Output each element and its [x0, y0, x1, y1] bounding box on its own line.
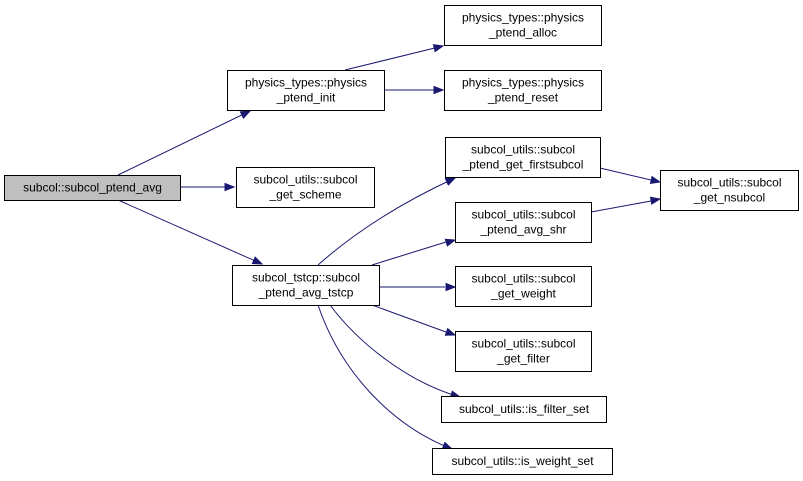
node-box	[232, 265, 380, 306]
node-label: _get_nsubcol	[693, 191, 765, 205]
arrowhead	[649, 175, 662, 184]
node-get-scheme[interactable]: subcol_utils::subcol_get_scheme	[236, 167, 375, 208]
edge-line	[371, 241, 447, 266]
edge-line	[329, 304, 461, 398]
node-label: physics_types::physics	[462, 76, 584, 90]
node-box	[660, 170, 799, 211]
node-nsubcol[interactable]: subcol_utils::subcol_get_nsubcol	[660, 170, 799, 211]
node-label: subcol_utils::subcol	[677, 176, 781, 190]
arrowhead	[444, 327, 457, 336]
edge-avg_shr-to-nsubcol	[590, 196, 662, 213]
arrowhead	[432, 44, 445, 53]
node-pt-reset[interactable]: physics_types::physics_ptend_reset	[444, 70, 602, 111]
edge-root-to-pt_init	[117, 110, 252, 176]
node-box	[455, 331, 592, 372]
node-label: subcol_tstcp::subcol	[252, 271, 360, 285]
edge-line	[371, 304, 447, 333]
node-label: _ptend_avg_tstcp	[258, 286, 354, 300]
arrowhead	[444, 238, 457, 247]
call-nodes: subcol::subcol_ptend_avg physics_types::p…	[4, 5, 799, 475]
node-label: _get_scheme	[268, 188, 341, 202]
edge-line	[117, 199, 263, 265]
node-label: subcol_utils::subcol	[471, 337, 575, 351]
edge-root-to-tstcp	[117, 199, 264, 265]
node-pt-init[interactable]: physics_types::physics_ptend_init	[227, 70, 385, 111]
node-label: physics_types::physics	[462, 11, 584, 25]
node-get-weight[interactable]: subcol_utils::subcol_get_weight	[455, 266, 592, 307]
node-label: _ptend_init	[276, 91, 336, 105]
node-is-filter-set[interactable]: subcol_utils::is_filter_set	[441, 396, 607, 423]
arrowhead	[433, 85, 445, 95]
edge-pt_init-to-pt_reset	[384, 85, 445, 95]
edge-root-to-get_scheme	[180, 182, 236, 192]
node-label: subcol_utils::subcol	[471, 272, 575, 286]
edge-line	[599, 167, 652, 181]
node-box	[4, 175, 181, 201]
node-firstsubcol[interactable]: subcol_utils::subcol_ptend_get_firstsubc…	[445, 137, 601, 178]
node-label: subcol_utils::subcol	[471, 143, 575, 157]
node-label: subcol_utils::is_weight_set	[451, 454, 594, 468]
node-label: subcol_utils::is_filter_set	[459, 402, 590, 416]
arrowhead	[224, 182, 236, 192]
edge-tstcp-to-is_filter_set	[329, 304, 462, 399]
node-label: _get_weight	[490, 287, 556, 301]
call-edges	[117, 44, 662, 450]
node-label: _ptend_reset	[487, 91, 559, 105]
arrowhead	[239, 110, 252, 119]
arrowhead	[445, 282, 457, 292]
edge-tstcp-to-firstsubcol	[317, 177, 457, 266]
edge-tstcp-to-get_filter	[371, 304, 457, 336]
node-label: subcol_utils::subcol	[471, 208, 575, 222]
node-box	[227, 70, 385, 111]
node-get-filter[interactable]: subcol_utils::subcol_get_filter	[455, 331, 592, 372]
node-box	[441, 396, 607, 423]
edge-line	[344, 45, 444, 71]
node-avg-shr[interactable]: subcol_utils::subcol_ptend_avg_shr	[455, 202, 592, 243]
arrowhead	[649, 196, 662, 205]
edge-pt_init-to-pt_alloc	[344, 44, 445, 71]
arrowhead	[444, 177, 457, 186]
edge-tstcp-to-get_weight	[378, 282, 457, 292]
edge-line	[317, 177, 456, 266]
edge-line	[590, 200, 652, 213]
edge-line	[317, 304, 453, 450]
node-box	[444, 5, 602, 46]
edge-firstsubcol-to-nsubcol	[599, 167, 662, 184]
node-label: physics_types::physics	[245, 76, 367, 90]
node-box	[455, 202, 592, 243]
arrowhead	[251, 256, 264, 265]
node-pt-alloc[interactable]: physics_types::physics_ptend_alloc	[444, 5, 602, 46]
node-tstcp[interactable]: subcol_tstcp::subcol_ptend_avg_tstcp	[232, 265, 380, 306]
node-root: subcol::subcol_ptend_avg	[4, 175, 181, 201]
node-box	[455, 266, 592, 307]
node-box	[444, 70, 602, 111]
node-label: _ptend_alloc	[488, 26, 557, 40]
node-box	[236, 167, 375, 208]
node-label: _get_filter	[496, 352, 550, 366]
node-label: _ptend_avg_shr	[479, 223, 566, 237]
node-box	[445, 137, 601, 178]
node-is-weight-set[interactable]: subcol_utils::is_weight_set	[432, 448, 613, 475]
node-label: subcol_utils::subcol	[253, 173, 357, 187]
node-box	[432, 448, 613, 475]
edge-line	[117, 110, 251, 176]
edge-tstcp-to-avg_shr	[371, 238, 457, 266]
node-label: subcol::subcol_ptend_avg	[23, 181, 162, 195]
node-label: _ptend_get_firstsubcol	[462, 158, 584, 172]
